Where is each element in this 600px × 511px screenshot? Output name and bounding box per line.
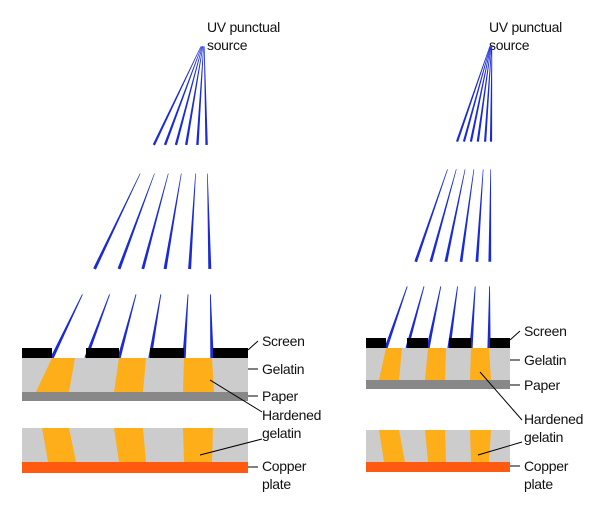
left-screen-segment-2 <box>86 348 119 358</box>
right-screen-segment-3 <box>449 338 471 348</box>
left-ray-1-segment-2 <box>93 173 141 270</box>
left-hardened-label-line2: gelatin <box>262 425 301 441</box>
left-uv-rays <box>50 46 214 359</box>
left-ray-1-segment-3 <box>50 294 83 359</box>
right-copper-plate <box>366 462 510 472</box>
right-source-label-line2: source <box>489 37 530 53</box>
left-ray-5-segment-1 <box>196 46 204 145</box>
left-ray-5-segment-2 <box>188 173 196 270</box>
left-screen-segment-4 <box>213 348 248 358</box>
left-ray-4-segment-1 <box>185 46 204 146</box>
left-hardened-leader-top <box>209 379 263 413</box>
right-uv-rays <box>384 46 493 349</box>
left-paper-layer <box>22 392 248 401</box>
right-hardened-wedge-1 <box>379 348 402 380</box>
left-ray-3-segment-3 <box>117 294 137 359</box>
right-screen-segment-2 <box>407 338 428 348</box>
right-screen-label: Screen <box>524 323 567 339</box>
right-paper-layer <box>366 380 510 389</box>
right-hardened-label-line1: Hardened <box>524 411 583 427</box>
left-copper-label-line2: plate <box>262 476 291 492</box>
left-ray-2-segment-2 <box>117 173 155 270</box>
right-ray-4-segment-1 <box>476 46 492 142</box>
right-hardened-label-line2: gelatin <box>524 429 563 445</box>
right-ray-6-segment-3 <box>487 286 491 348</box>
right-screen-leader <box>509 330 521 341</box>
right-ray-6-segment-1 <box>489 46 493 142</box>
right-ray-1-segment-2 <box>414 169 448 263</box>
right-copper-label-line1: Copper <box>524 458 569 474</box>
right-transferred-hardened-3 <box>470 430 491 462</box>
left-ray-4-segment-3 <box>148 294 162 359</box>
left-hardened-wedge-3 <box>183 358 214 392</box>
right-paper-label: Paper <box>524 377 560 393</box>
right-transferred-hardened-2 <box>425 430 446 462</box>
right-ray-5-segment-1 <box>484 46 492 142</box>
left-ray-6-segment-2 <box>207 173 212 269</box>
left-copper-label-line1: Copper <box>262 458 307 474</box>
left-hardened-label-line1: Hardened <box>262 407 321 423</box>
right-ray-5-segment-2 <box>475 169 484 262</box>
right-screen-segment-4 <box>490 338 510 348</box>
left-ray-5-segment-3 <box>182 294 189 359</box>
left-ray-6-segment-1 <box>203 46 208 145</box>
left-ray-1-segment-1 <box>152 46 202 146</box>
right-ray-3-segment-1 <box>469 46 491 142</box>
left-transferred-hardened-2 <box>114 428 146 462</box>
right-ray-5-segment-3 <box>469 286 476 349</box>
right-source-label-line1: UV punctual <box>489 19 562 35</box>
left-gelatin-label: Gelatin <box>262 361 304 377</box>
right-hardened-wedge-3 <box>470 348 491 380</box>
left-ray-4-segment-2 <box>163 173 182 270</box>
right-ray-2-segment-1 <box>462 46 491 142</box>
right-hardened-wedge-2 <box>425 348 446 380</box>
right-hardened-leader-top <box>479 371 523 421</box>
right-panel: UV punctual source Screen Gelatin Paper … <box>366 19 583 492</box>
left-ray-2-segment-1 <box>163 46 202 146</box>
right-gelatin-label: Gelatin <box>524 352 566 368</box>
right-copper-label-line2: plate <box>524 476 553 492</box>
left-copper-plate <box>22 462 248 473</box>
left-hardened-wedge-1 <box>36 358 75 392</box>
right-transferred-hardened-1 <box>379 430 405 462</box>
left-transferred-hardened-1 <box>42 428 76 462</box>
right-ray-4-segment-3 <box>447 286 458 349</box>
left-screen-segment-1 <box>22 348 52 358</box>
right-ray-3-segment-2 <box>444 169 466 262</box>
left-ray-6-segment-3 <box>210 294 214 358</box>
left-paper-label: Paper <box>262 388 298 404</box>
right-screen-segment-1 <box>366 338 386 348</box>
left-ray-2-segment-3 <box>84 294 110 359</box>
left-transferred-hardened-3 <box>183 428 213 462</box>
left-ray-3-segment-2 <box>141 173 169 270</box>
right-ray-1-segment-1 <box>456 46 491 142</box>
left-ray-3-segment-1 <box>174 46 203 146</box>
left-screen-segment-3 <box>150 348 184 358</box>
left-source-label-line1: UV punctual <box>207 19 280 35</box>
right-ray-2-segment-3 <box>405 286 425 349</box>
right-ray-3-segment-3 <box>426 286 442 349</box>
right-hardened-leader-bottom <box>477 441 523 456</box>
left-screen-leader <box>247 340 259 351</box>
right-ray-4-segment-2 <box>459 169 475 262</box>
left-screen-label: Screen <box>262 333 305 349</box>
right-ray-6-segment-2 <box>488 169 492 262</box>
left-panel: UV punctual source Screen Gelatin Paper … <box>22 19 321 492</box>
left-hardened-wedge-2 <box>114 358 146 392</box>
left-hardened-leader-bottom <box>199 438 263 456</box>
right-ray-1-segment-3 <box>384 286 408 349</box>
left-source-label-line2: source <box>207 37 248 53</box>
right-ray-2-segment-2 <box>429 169 457 263</box>
